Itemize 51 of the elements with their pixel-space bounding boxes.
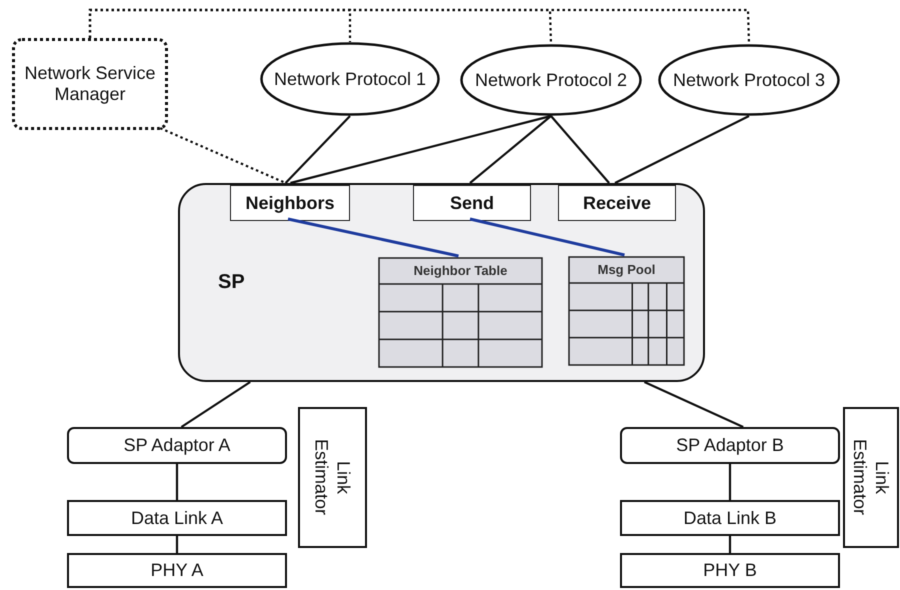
neighbor-table: [379, 258, 542, 367]
connector-line: [469, 115, 552, 184]
dotted-connector: [160, 127, 286, 184]
layer-box: [620, 500, 840, 536]
dotted-connector: [88, 8, 750, 44]
layer-box: [67, 427, 287, 464]
protocol-ellipse: [260, 42, 440, 116]
estimator-box: [298, 407, 367, 548]
node-label: Link Estimator: [310, 438, 354, 518]
layer-box: [620, 553, 840, 588]
node-label: Link Estimator: [849, 438, 893, 518]
node-label: PHY B: [703, 560, 757, 581]
layer-box: [620, 427, 840, 464]
interface-box: [558, 185, 676, 221]
node-label: SP Adaptor A: [124, 435, 230, 456]
connector-line: [550, 115, 610, 184]
node-label: Data Link A: [130, 508, 224, 528]
table-title: Msg Pool: [598, 262, 656, 278]
connector-line: [288, 218, 459, 258]
panel-title: SP: [218, 272, 245, 293]
protocol-ellipse: [658, 44, 840, 116]
estimator-box: [843, 407, 899, 548]
node-label: Send: [450, 192, 494, 214]
connector-line: [180, 381, 251, 428]
node-label: Network Protocol 3: [672, 70, 826, 90]
sp-panel: [178, 183, 705, 382]
interface-box: [413, 185, 531, 221]
connector-line: [284, 115, 351, 184]
connector-line: [614, 115, 750, 184]
layer-box: [67, 500, 287, 536]
table-title: Neighbor Table: [414, 263, 508, 279]
connector-line: [470, 218, 625, 256]
node-label: Data Link B: [683, 508, 777, 528]
protocol-ellipse: [460, 44, 642, 116]
node-label: Neighbors: [245, 192, 334, 214]
interface-box: [230, 185, 350, 221]
node-label: Network Protocol 1: [274, 68, 426, 90]
node-label: Receive: [582, 192, 652, 214]
connector-line: [176, 464, 178, 500]
pool-table: [569, 257, 684, 365]
connector-line: [290, 114, 552, 184]
node-label: Network Protocol 2: [474, 70, 628, 90]
connector-line: [728, 536, 732, 553]
connector-line: [176, 536, 178, 553]
connector-line: [728, 464, 732, 500]
connector-line: [644, 381, 744, 428]
node-label: PHY A: [150, 560, 204, 581]
service-box: [12, 38, 168, 130]
node-label: SP Adaptor B: [676, 435, 784, 456]
node-label: Network Service Manager: [23, 63, 157, 105]
layer-box: [67, 553, 287, 588]
